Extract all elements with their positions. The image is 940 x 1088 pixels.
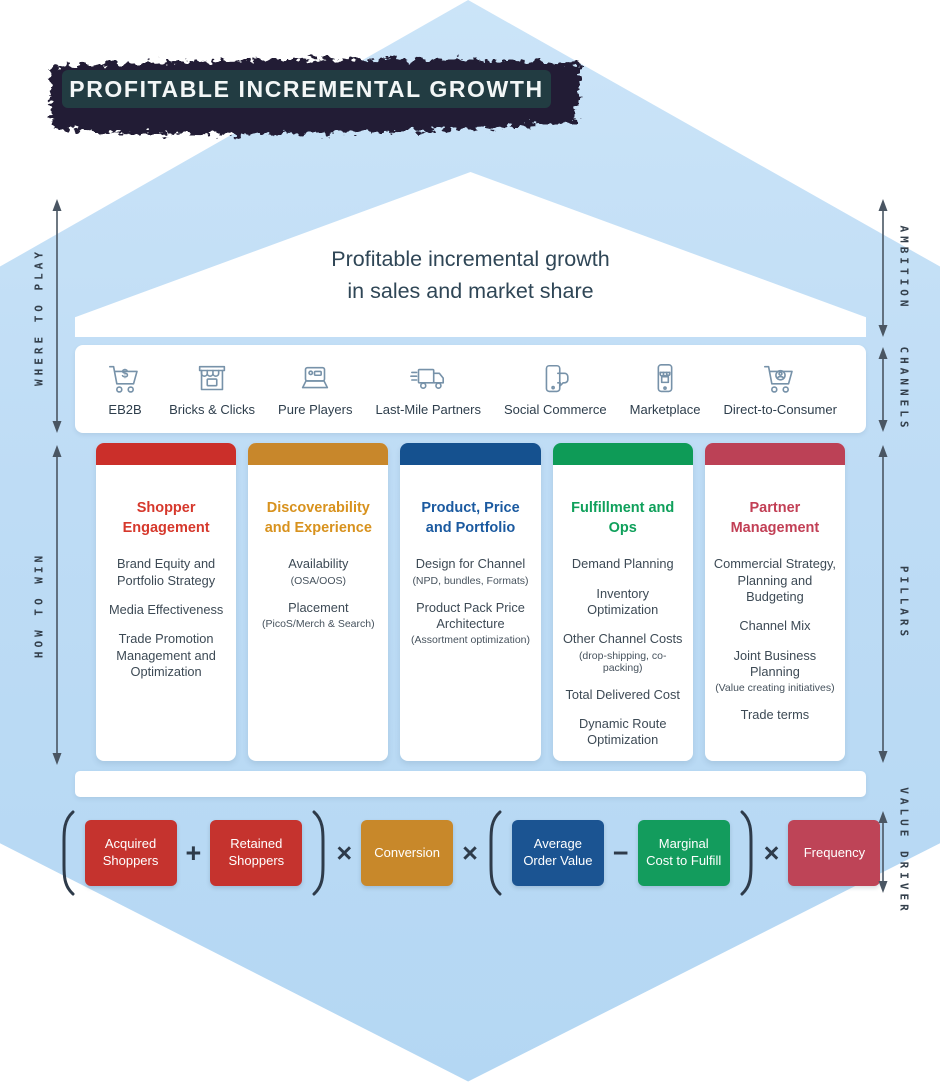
pillar-item-note: (Assortment optimization)	[410, 634, 531, 647]
ambition-label: AMBITION	[897, 225, 911, 311]
channels-arrow	[878, 347, 888, 432]
pillar-item-note: (NPD, bundles, Formats)	[412, 574, 529, 587]
channel-social-commerce: Social Commerce	[504, 361, 607, 417]
svg-text:$: $	[122, 367, 129, 381]
pillar-item: Trade Promotion Management and Optimizat…	[116, 631, 216, 679]
pillar-header-bar	[96, 443, 237, 465]
multiply-operator: ×	[763, 837, 780, 868]
pillar-item-note: (OSA/OOS)	[290, 574, 347, 587]
open-bracket	[60, 809, 76, 897]
channel-last-mile: Last-Mile Partners	[376, 361, 481, 417]
cart-dollar-icon: $	[109, 365, 138, 393]
pillar-item: Demand Planning	[571, 556, 674, 572]
cart-person-icon	[764, 365, 793, 393]
channel-label: Marketplace	[629, 402, 701, 417]
how-to-win-label: HOW TO WIN	[32, 551, 46, 659]
phone-chat-icon	[545, 364, 569, 393]
pillar-item: Channel Mix	[739, 618, 811, 634]
pillar-item: Inventory Optimization	[587, 585, 659, 617]
pillar-item: Media Effectiveness	[108, 601, 224, 617]
pillar-item: Design for Channel	[415, 556, 526, 572]
multiply-operator: ×	[336, 837, 353, 868]
where-to-play-label: WHERE TO PLAY	[32, 247, 46, 387]
pillar-item: Total Delivered Cost	[565, 686, 680, 702]
pillars-arrow	[878, 445, 888, 763]
pillar-title: Fulfillment and Ops	[571, 500, 675, 536]
channels-label: CHANNELS	[897, 346, 911, 432]
channel-label: Social Commerce	[504, 402, 607, 417]
multiply-operator: ×	[462, 837, 478, 868]
channel-bricks-clicks: Bricks & Clicks	[169, 361, 255, 417]
pillars-label: PILLARS	[897, 565, 911, 641]
pillars-row: Shopper Engagement Brand Equity and Port…	[96, 443, 846, 761]
pillar-item-note: (Value creating initiatives)	[715, 682, 835, 695]
minus-operator: −	[612, 837, 629, 868]
ambition-heading-line1: Profitable incremental growth	[331, 246, 610, 271]
value-driver-label: VALUE DRIVER	[897, 787, 911, 915]
how-to-win-arrow	[52, 445, 62, 765]
pillar-item: Joint Business Planning	[733, 647, 817, 679]
title-banner: PROFITABLE INCREMENTAL GROWTH	[62, 70, 551, 108]
channel-dtc: Direct-to-Consumer	[723, 361, 837, 417]
formula-box-acquired-shoppers: Acquired Shoppers	[84, 820, 177, 886]
open-bracket	[487, 809, 503, 897]
formula-box-average-order-value: Average Order Value	[511, 820, 604, 886]
delivery-truck-icon	[410, 368, 445, 389]
phone-store-icon	[657, 363, 673, 393]
pillar-partner-management: Partner Management Commercial Strategy, …	[704, 443, 846, 761]
channel-pure-players: Pure Players	[278, 361, 352, 417]
pillar-header-bar	[704, 443, 846, 465]
channel-label: Pure Players	[278, 402, 353, 417]
pillar-title: Shopper Engagement	[122, 500, 210, 536]
pillar-item: Trade terms	[740, 707, 810, 723]
pillar-discoverability-experience: Discoverability and Experience Availabil…	[248, 443, 389, 761]
pillar-item-note: (drop-shipping, co-packing)	[578, 649, 667, 674]
page-title: PROFITABLE INCREMENTAL GROWTH	[69, 75, 544, 102]
pillar-header-bar	[248, 443, 389, 465]
channel-label: Bricks & Clicks	[169, 402, 256, 417]
close-bracket	[311, 809, 327, 897]
pillar-item: Commercial Strategy, Planning and Budget…	[713, 556, 836, 604]
channel-eb2b: $ EB2B	[104, 361, 146, 417]
pillar-title: Partner Management	[730, 500, 820, 536]
plus-operator: +	[185, 837, 202, 868]
value-driver-arrow	[878, 811, 888, 893]
laptop-commerce-icon	[302, 366, 329, 389]
storefront-icon	[198, 365, 226, 391]
pillar-fulfillment-ops: Fulfillment and Ops Demand Planning Inve…	[552, 443, 693, 761]
pillar-title: Discoverability and Experience	[264, 500, 372, 536]
channels-bar: $ EB2B Bricks & Clicks	[75, 345, 866, 433]
pillar-item: Product Pack Price Architecture	[416, 599, 525, 631]
pillar-shopper-engagement: Shopper Engagement Brand Equity and Port…	[96, 443, 237, 761]
pillar-item-note: (PicoS/Merch & Search)	[261, 617, 375, 630]
temple-base-bar	[75, 771, 866, 797]
formula-box-marginal-cost: Marginal Cost to Fulfill	[637, 820, 730, 886]
formula-box-frequency: Frequency	[788, 820, 881, 886]
channel-label: Direct-to-Consumer	[723, 402, 837, 417]
formula-box-conversion: Conversion	[361, 820, 454, 886]
pillar-header-bar	[400, 443, 541, 465]
channel-label: Last-Mile Partners	[375, 402, 481, 417]
pillar-item: Availability	[288, 556, 349, 572]
pillar-header-bar	[552, 443, 693, 465]
pillar-item: Placement	[288, 599, 349, 615]
close-bracket	[739, 809, 755, 897]
pillar-title: Product, Price and Portfolio	[421, 500, 520, 536]
channel-marketplace: Marketplace	[629, 361, 701, 417]
pillar-item: Dynamic Route Optimization	[578, 716, 667, 748]
ambition-arrow	[878, 199, 888, 337]
formula-box-retained-shoppers: Retained Shoppers	[210, 820, 303, 886]
value-driver-formula: Acquired Shoppers + Retained Shoppers × …	[0, 810, 940, 896]
where-to-play-arrow	[52, 199, 62, 433]
pillar-product-price-portfolio: Product, Price and Portfolio Design for …	[400, 443, 541, 761]
pillar-item: Brand Equity and Portfolio Strategy	[117, 556, 216, 588]
pillar-item: Other Channel Costs	[562, 631, 683, 647]
ambition-heading-line2: in sales and market share	[347, 278, 594, 303]
channel-label: EB2B	[108, 402, 142, 417]
